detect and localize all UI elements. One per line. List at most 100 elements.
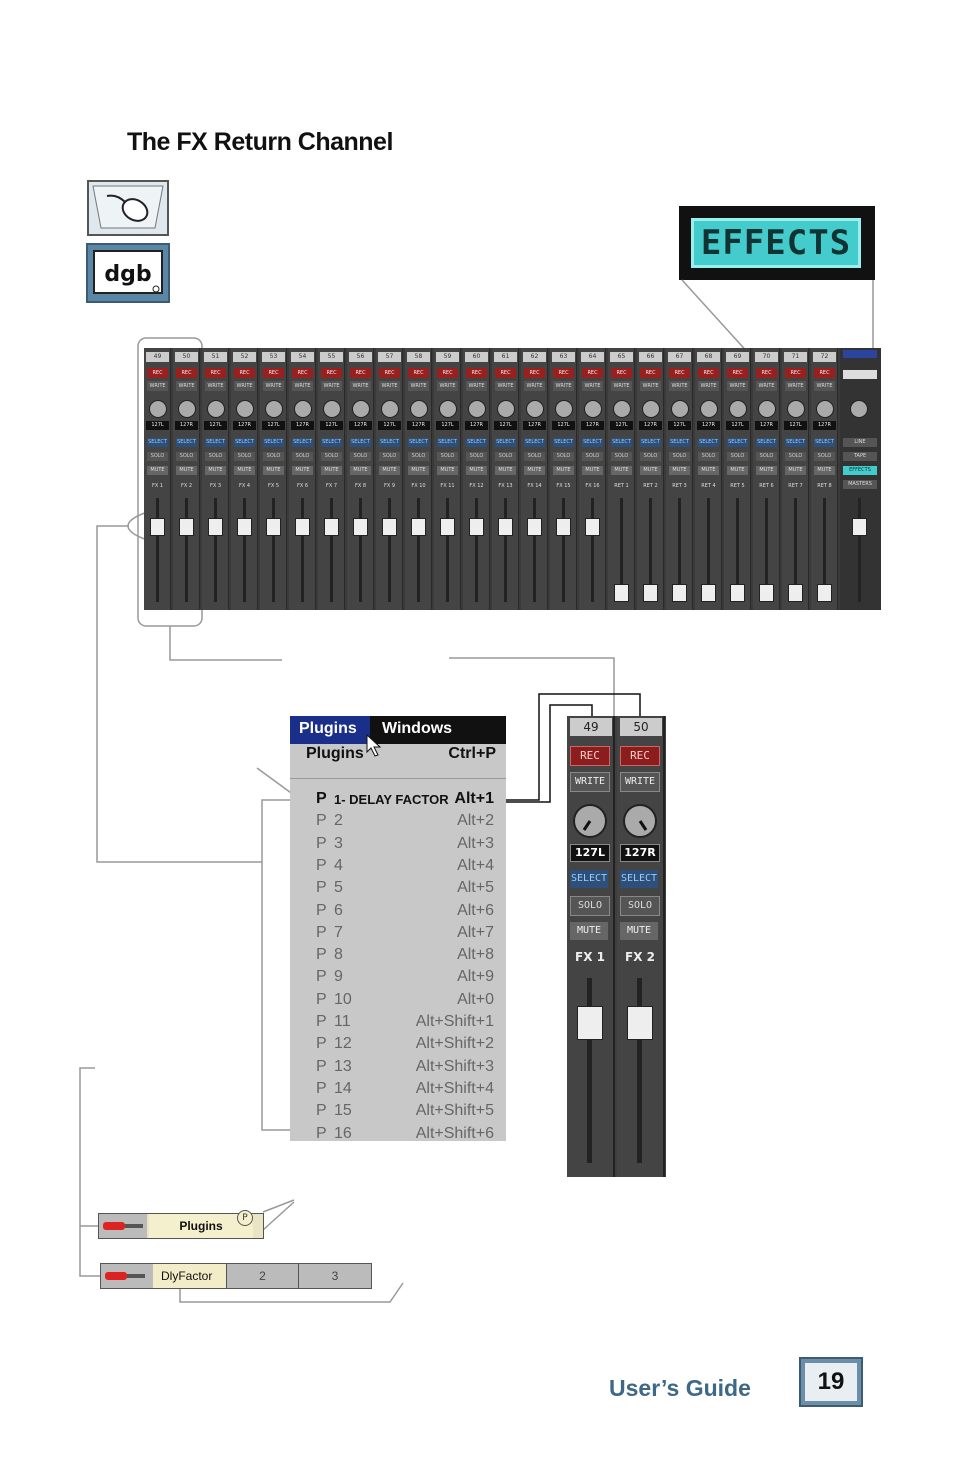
pan-knob[interactable] [439,400,457,418]
pan-knob[interactable] [149,400,167,418]
rec-button[interactable]: REC [234,368,255,378]
select-button[interactable]: SELECT [756,438,777,447]
mute-button[interactable]: MUTE [640,466,661,475]
volume-fader[interactable] [411,518,426,536]
rec-button[interactable]: REC [408,368,429,378]
rec-button[interactable]: REC [611,368,632,378]
select-button[interactable]: SELECT [321,438,342,447]
volume-fader[interactable] [817,584,832,602]
solo-button[interactable]: SOLO [698,452,719,461]
solo-button[interactable]: SOLO [379,452,400,461]
write-button[interactable]: WRITE [570,772,610,792]
select-button[interactable]: SELECT [582,438,603,447]
rec-button[interactable]: REC [785,368,806,378]
volume-fader[interactable] [498,518,513,536]
pan-knob[interactable] [178,400,196,418]
select-button[interactable]: SELECT [176,438,197,447]
select-button[interactable]: SELECT [785,438,806,447]
rec-button[interactable]: REC [176,368,197,378]
rec-button[interactable]: REC [640,368,661,378]
select-button[interactable]: SELECT [263,438,284,447]
select-button[interactable]: SELECT [524,438,545,447]
write-button[interactable]: WRITE [176,381,197,391]
plugins-slot[interactable]: Plugins [149,1214,253,1238]
mute-button[interactable]: MUTE [814,466,835,475]
volume-fader[interactable] [353,518,368,536]
rec-button[interactable]: REC [350,368,371,378]
solo-button[interactable]: SOLO [524,452,545,461]
mute-button[interactable]: MUTE [176,466,197,475]
volume-fader[interactable] [585,518,600,536]
select-button[interactable]: SELECT [205,438,226,447]
rec-button[interactable]: REC [466,368,487,378]
write-button[interactable]: WRITE [756,381,777,391]
insert-toggle-icon[interactable] [99,1214,147,1238]
rec-button[interactable]: REC [495,368,516,378]
tape-button[interactable]: TAPE [843,452,877,461]
solo-button[interactable]: SOLO [321,452,342,461]
select-button[interactable]: SELECT [292,438,313,447]
rec-button[interactable]: REC [437,368,458,378]
master-top-buttons[interactable] [843,350,877,358]
write-button[interactable]: WRITE [292,381,313,391]
select-button[interactable]: SELECT [437,438,458,447]
master-knob[interactable] [850,400,868,418]
mute-button[interactable]: MUTE [611,466,632,475]
mute-button[interactable]: MUTE [553,466,574,475]
volume-fader[interactable] [614,584,629,602]
solo-button[interactable]: SOLO [814,452,835,461]
write-button[interactable]: WRITE [620,772,660,792]
rec-button[interactable]: REC [263,368,284,378]
pan-knob[interactable] [700,400,718,418]
volume-fader[interactable] [237,518,252,536]
mute-button[interactable]: MUTE [350,466,371,475]
pan-knob[interactable] [642,400,660,418]
solo-button[interactable]: SOLO [640,452,661,461]
solo-button[interactable]: SOLO [553,452,574,461]
write-button[interactable]: WRITE [234,381,255,391]
mute-button[interactable]: MUTE [669,466,690,475]
pan-knob[interactable] [410,400,428,418]
volume-fader[interactable] [730,584,745,602]
solo-button[interactable]: SOLO [785,452,806,461]
solo-button[interactable]: SOLO [570,896,610,916]
select-button[interactable]: SELECT [147,438,168,447]
mute-button[interactable]: MUTE [234,466,255,475]
volume-fader[interactable] [208,518,223,536]
solo-button[interactable]: SOLO [437,452,458,461]
select-button[interactable]: SELECT [350,438,371,447]
solo-button[interactable]: SOLO [582,452,603,461]
pan-knob[interactable] [207,400,225,418]
select-button[interactable]: SELECT [727,438,748,447]
write-button[interactable]: WRITE [350,381,371,391]
mute-button[interactable]: MUTE [408,466,429,475]
write-button[interactable]: WRITE [147,381,168,391]
mute-button[interactable]: MUTE [524,466,545,475]
mute-button[interactable]: MUTE [727,466,748,475]
mute-button[interactable]: MUTE [570,922,608,940]
select-button[interactable]: SELECT [466,438,487,447]
select-button[interactable]: SELECT [234,438,255,447]
master-mode-button[interactable] [843,370,877,379]
select-button[interactable]: SELECT [495,438,516,447]
pan-knob[interactable] [526,400,544,418]
rec-button[interactable]: REC [147,368,168,378]
pan-knob[interactable] [613,400,631,418]
volume-fader[interactable] [440,518,455,536]
write-button[interactable]: WRITE [321,381,342,391]
volume-fader[interactable] [759,584,774,602]
pan-knob[interactable] [816,400,834,418]
volume-fader[interactable] [556,518,571,536]
pan-knob[interactable] [468,400,486,418]
rec-button[interactable]: REC [756,368,777,378]
volume-fader[interactable] [179,518,194,536]
pan-knob[interactable] [787,400,805,418]
solo-button[interactable]: SOLO [611,452,632,461]
